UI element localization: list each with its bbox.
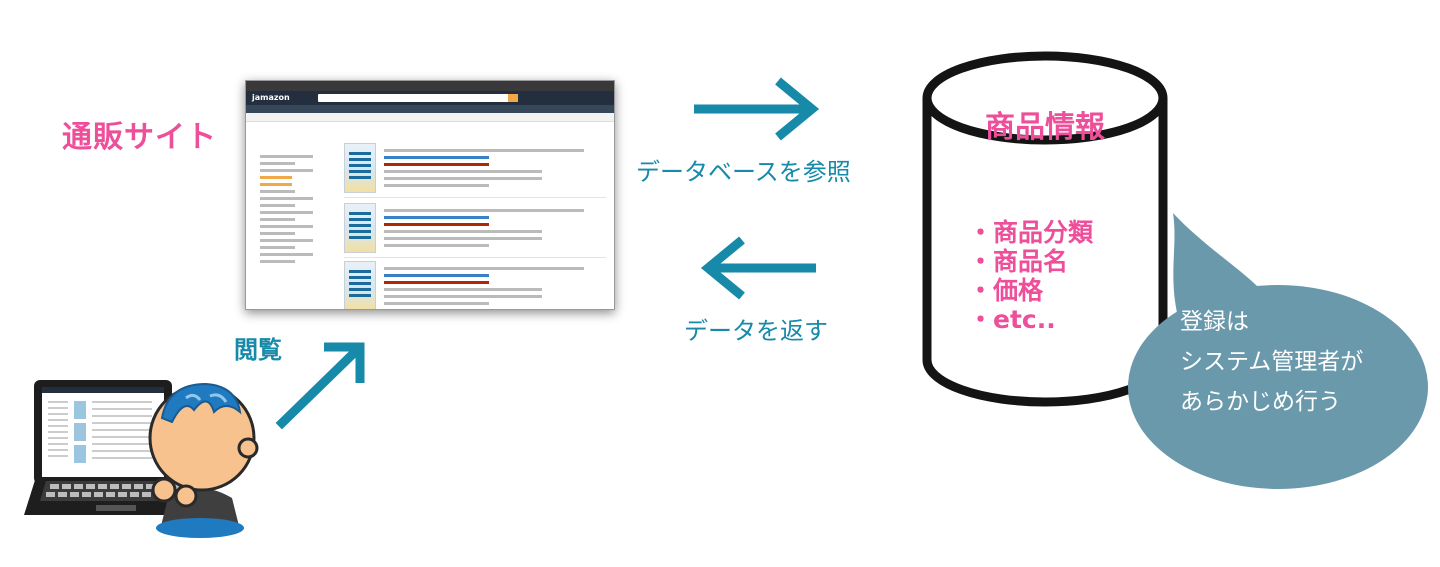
database-item: ・価格 bbox=[968, 276, 1044, 305]
laptop-display-content bbox=[42, 387, 164, 477]
speech-bubble-line: あらかじめ行う bbox=[1180, 389, 1341, 415]
speech-bubble-line: 登録は bbox=[1180, 309, 1249, 335]
data-return-label: データを返す bbox=[684, 317, 828, 345]
left-arrow-icon bbox=[700, 236, 816, 300]
database-item: ・etc.. bbox=[968, 305, 1056, 334]
browse-arrow-icon bbox=[275, 342, 365, 430]
user-character-icon bbox=[148, 382, 259, 538]
site-logo: jamazon bbox=[252, 93, 290, 102]
site-header: jamazon bbox=[246, 91, 614, 105]
database-title: 商品情報 bbox=[985, 110, 1105, 145]
right-arrow-icon bbox=[694, 77, 820, 141]
browser-tab-bar bbox=[246, 81, 614, 91]
database-item: ・商品分類 bbox=[968, 218, 1094, 247]
book-cover-image bbox=[344, 203, 376, 253]
search-icon bbox=[508, 94, 518, 102]
speech-bubble bbox=[1128, 213, 1428, 489]
database-item-list: ・商品分類 ・商品名 ・価格 ・etc.. bbox=[968, 218, 1093, 334]
db-reference-label: データベースを参照 bbox=[636, 158, 851, 186]
view-label: 閲覧 bbox=[234, 336, 282, 364]
database-cylinder-icon bbox=[922, 51, 1168, 407]
database-item: ・商品名 bbox=[968, 247, 1069, 276]
product-row bbox=[344, 259, 606, 309]
book-cover-image bbox=[344, 143, 376, 193]
product-row bbox=[344, 201, 606, 258]
site-nav-bar bbox=[246, 105, 614, 113]
site-label: 通販サイト bbox=[62, 120, 217, 155]
site-search-bar bbox=[318, 94, 518, 102]
shopping-site-screenshot: jamazon bbox=[245, 80, 615, 310]
speech-bubble-text: 登録は システム管理者が あらかじめ行う bbox=[1180, 302, 1410, 422]
book-cover-image bbox=[344, 261, 376, 309]
site-sidebar-filters bbox=[260, 151, 330, 267]
product-row bbox=[344, 141, 606, 198]
site-breadcrumb bbox=[246, 113, 614, 122]
speech-bubble-line: システム管理者が bbox=[1180, 349, 1364, 375]
